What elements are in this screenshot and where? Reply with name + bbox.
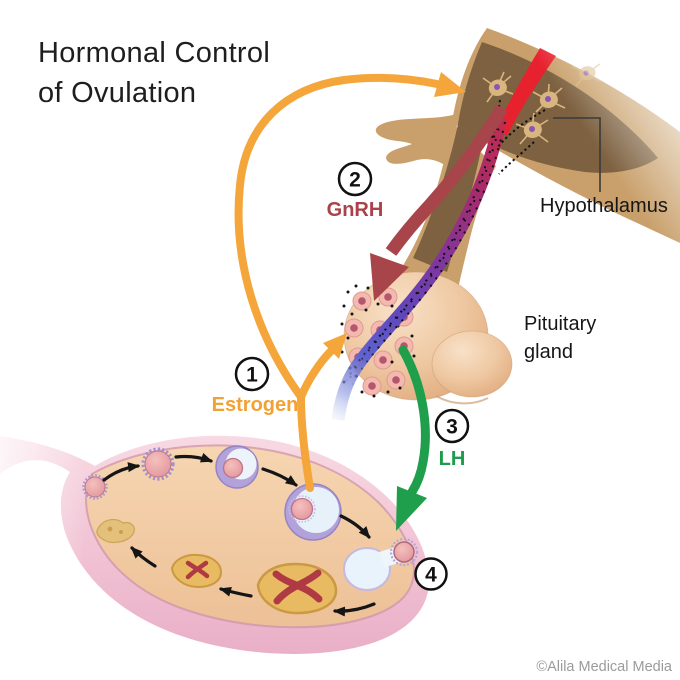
neuron — [532, 83, 566, 113]
corpus-luteum-degrading — [170, 553, 223, 589]
step-3-number: 3 — [446, 416, 458, 439]
follicle-mature — [284, 483, 342, 541]
pituitary-label-line2: gland — [524, 341, 573, 363]
optic-chiasm-wing — [375, 114, 457, 172]
step-1-number: 1 — [246, 364, 258, 387]
hypothalamus-label-connector — [553, 117, 601, 192]
neuron — [571, 63, 602, 87]
pituitary-label-line1: Pituitary — [524, 313, 596, 335]
gnrh-label: GnRH — [327, 199, 384, 221]
lh-arrow — [396, 345, 430, 531]
estrogen-branch-to-pituitary — [297, 347, 335, 401]
corpus-albicans — [96, 518, 135, 544]
gnrh-arrow — [370, 104, 508, 301]
blood-vessel — [496, 48, 556, 136]
neuron — [482, 71, 514, 103]
follicle-cycle-arrows — [102, 452, 376, 617]
lobe-crease — [435, 395, 489, 405]
diagram-title-line2: of Ovulation — [38, 77, 196, 109]
estrogen-arrow — [234, 72, 466, 492]
neurons — [482, 63, 602, 145]
ovulation-site — [343, 537, 419, 591]
posterior-lobe — [431, 330, 513, 398]
neuron — [515, 112, 549, 145]
estrogen-label: Estrogen — [212, 394, 299, 416]
follicle-secondary — [215, 445, 259, 489]
step-1-marker: 1 — [234, 356, 270, 392]
follicle-primordial — [82, 474, 108, 500]
watermark-credit: ©Alila Medical Media — [536, 659, 673, 675]
corpus-luteum — [256, 562, 338, 615]
lh-label: LH — [439, 448, 466, 470]
estrogen-arc-to-hypothalamus — [234, 73, 441, 401]
step-2-marker: 2 — [337, 161, 373, 197]
step-3-marker: 3 — [434, 408, 470, 444]
hypothalamus — [375, 28, 680, 316]
released-egg — [393, 541, 415, 563]
step-4-marker: 4 — [414, 557, 448, 591]
ovary — [0, 435, 430, 654]
portal-vessel-band — [331, 116, 508, 425]
hypothalamus-label: Hypothalamus — [540, 195, 668, 217]
diagram-title-line1: Hormonal Control — [38, 37, 270, 69]
estrogen-stem — [297, 393, 314, 492]
step-4-number: 4 — [425, 564, 437, 587]
follicle-primary — [141, 447, 175, 481]
pituitary-gland — [340, 271, 513, 405]
step-2-number: 2 — [349, 169, 361, 192]
hypothalamus-inner-tissue — [458, 42, 658, 173]
